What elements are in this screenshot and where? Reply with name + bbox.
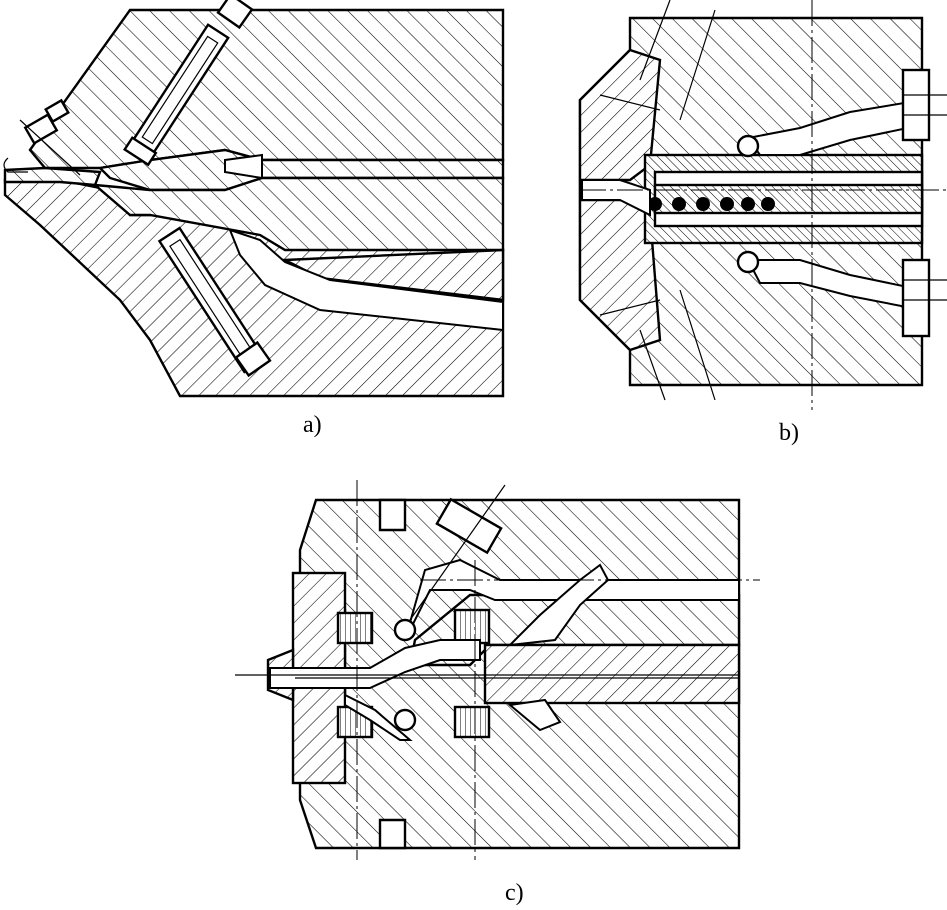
- caption-b: b): [779, 420, 799, 446]
- panel-b-drawing: [578, 0, 947, 410]
- caption-c: c): [505, 880, 524, 906]
- panel-a-drawing: [3, 0, 505, 398]
- panel-c-drawing: [235, 480, 760, 860]
- caption-a: a): [303, 412, 322, 438]
